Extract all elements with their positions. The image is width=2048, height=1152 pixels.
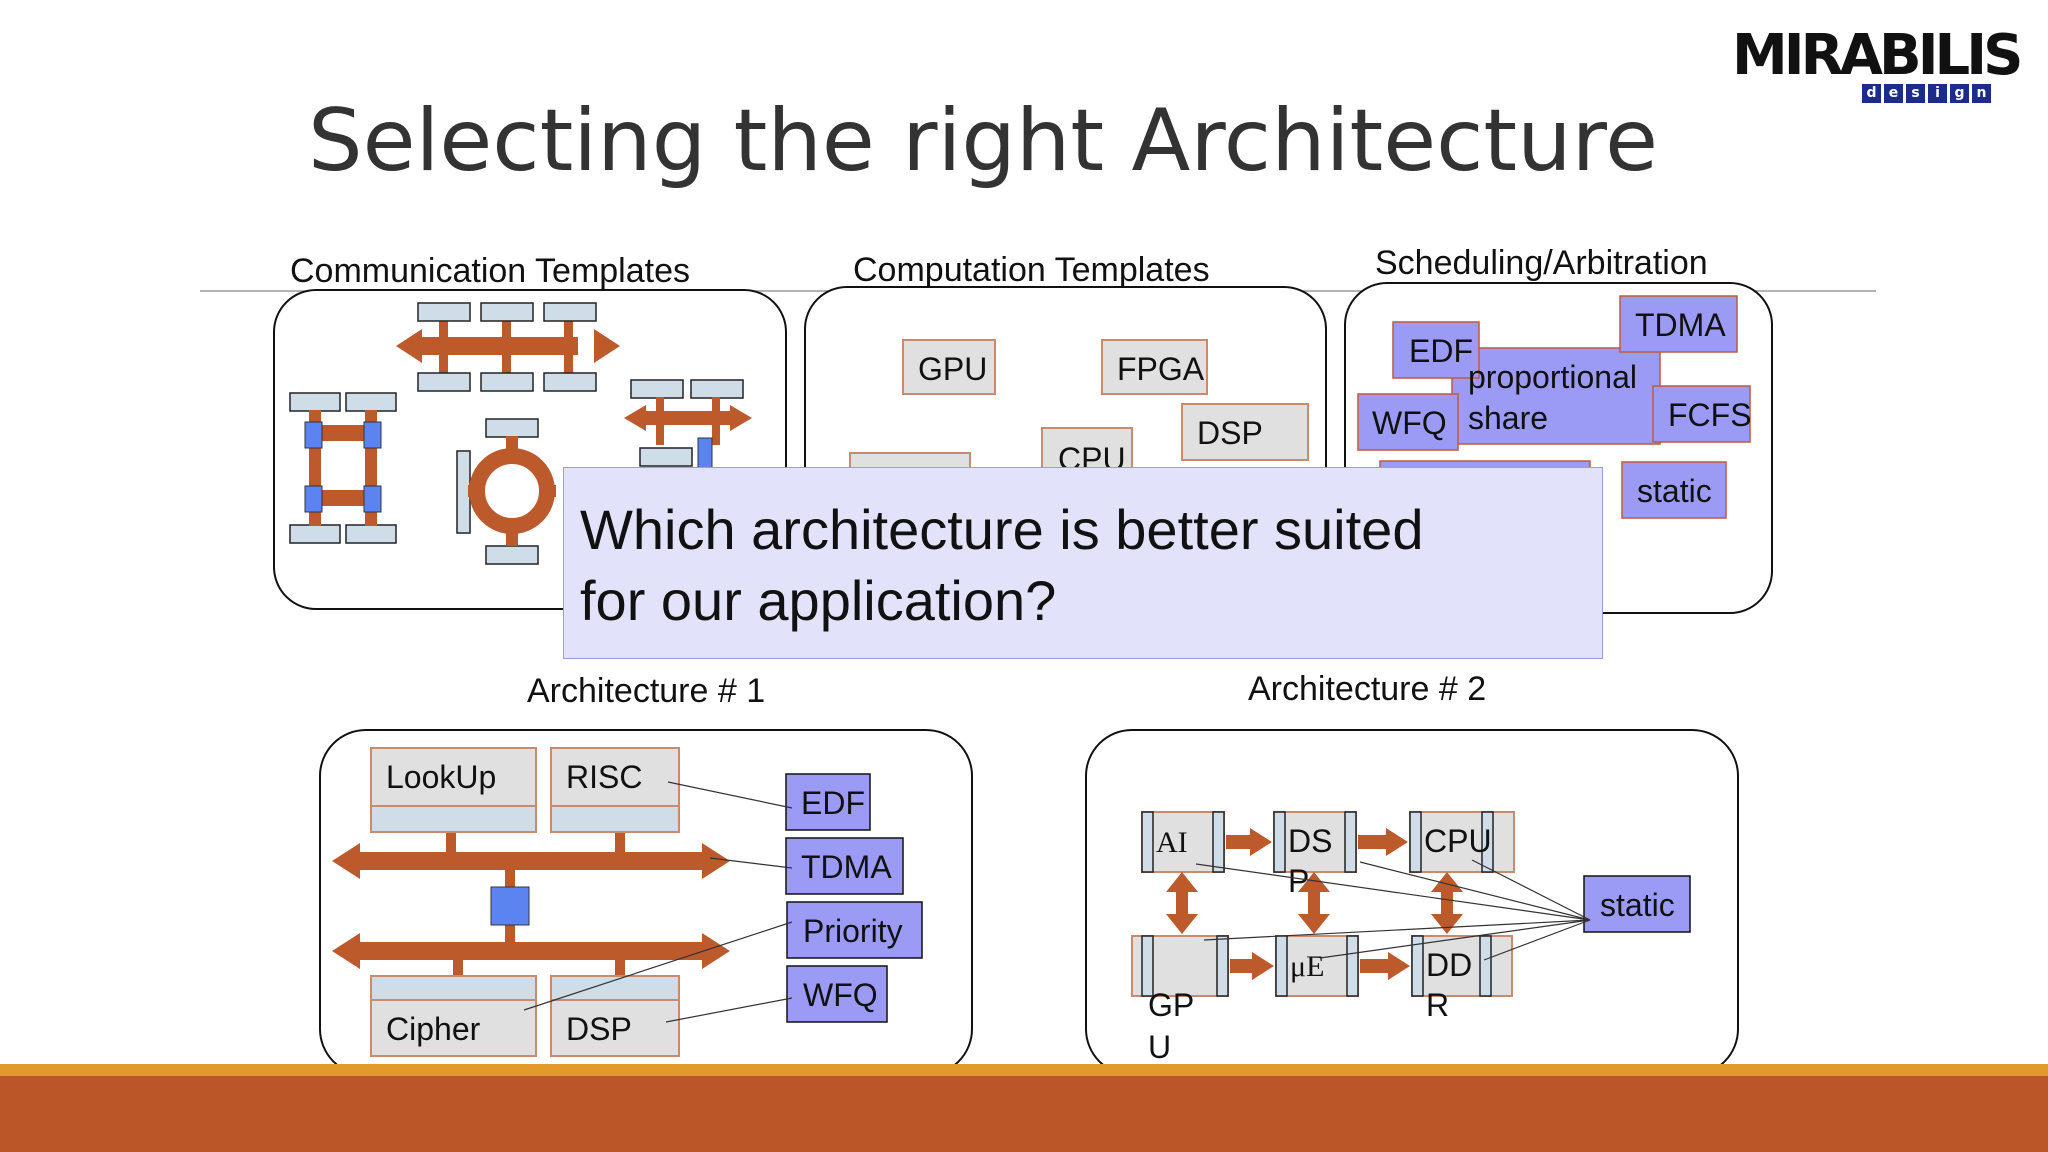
- arch1-dsp-label: DSP: [566, 1011, 632, 1047]
- ladder-topology: [289, 392, 397, 544]
- logo-letter: n: [1972, 84, 1991, 103]
- arch2-cpu-label: CPU: [1424, 823, 1492, 859]
- fpga-label: FPGA: [1117, 351, 1205, 387]
- arch2-arrows: [1166, 828, 1463, 980]
- lookup-label: LookUp: [386, 759, 496, 795]
- static-block: [1621, 461, 1727, 519]
- ddr-wrap-label: R: [1426, 987, 1449, 1023]
- question-callout: Which architecture is better suited for …: [563, 467, 1603, 659]
- arch2-cpu-block: [1409, 811, 1515, 873]
- logo-letter: s: [1906, 84, 1925, 103]
- slide-title: Selecting the right Architecture: [308, 91, 1658, 191]
- footer-bar: [0, 1076, 2048, 1152]
- dsp-block: [1181, 403, 1309, 461]
- arch2-mapping-lines: [1195, 859, 1591, 961]
- communication-templates-label: Communication Templates: [290, 252, 690, 290]
- ai-label: AI: [1156, 826, 1188, 859]
- ai-block: [1141, 811, 1225, 873]
- logo-design-strip: d e s i g n: [1862, 84, 1991, 103]
- arch1-tdma-block: [785, 837, 904, 895]
- bus-arrow: [396, 320, 620, 380]
- footer-accent-line: [0, 1064, 2048, 1076]
- logo-letter: i: [1928, 84, 1947, 103]
- arch1-mapping-lines: [523, 781, 793, 1023]
- static-label: static: [1637, 473, 1712, 509]
- cipher-block: [370, 999, 537, 1057]
- scheduling-label: Scheduling/Arbitration: [1375, 244, 1708, 282]
- arch1-wfq-label: WFQ: [803, 977, 878, 1013]
- bus-slots: [417, 302, 597, 392]
- fcfs-label: FCFS: [1668, 397, 1752, 433]
- wfq-block: [1357, 393, 1459, 451]
- callout-line-2: for our application?: [580, 569, 1057, 632]
- ds-wrap-label: P: [1288, 863, 1309, 899]
- fcfs-block: [1652, 385, 1751, 443]
- cipher-label: Cipher: [386, 1011, 481, 1047]
- tdma-block: [1619, 295, 1738, 353]
- architecture-2-panel: Architecture # 2: [1085, 670, 1739, 1076]
- architecture-1-panel: Architecture # 1 LookUp RISC Cipher DSP: [319, 672, 973, 1076]
- fpga-block: [1101, 339, 1208, 395]
- arch1-priority-block: [786, 901, 923, 959]
- gpu-block: [902, 339, 996, 395]
- computation-templates-label: Computation Templates: [853, 251, 1210, 289]
- company-logo: MIRABILIS: [1732, 23, 2023, 88]
- callout-line-1: Which architecture is better suited: [580, 498, 1424, 561]
- tdma-label: TDMA: [1635, 307, 1726, 343]
- small-bus: [624, 379, 752, 469]
- ring-topology: [456, 418, 556, 565]
- logo-letter: e: [1884, 84, 1903, 103]
- arch2-static-block: [1583, 875, 1691, 933]
- edf-block: [1392, 321, 1480, 379]
- dsp-label: DSP: [1197, 415, 1263, 451]
- ddr-label: DD: [1426, 947, 1472, 983]
- ds-label: DS: [1288, 823, 1332, 859]
- arch1-tdma-label: TDMA: [801, 849, 892, 885]
- arch1-dsp-block: [550, 999, 680, 1057]
- arch1-edf-block: [785, 773, 871, 831]
- lookup-block: [370, 747, 537, 807]
- architecture-2-label: Architecture # 2: [1248, 670, 1486, 708]
- architecture-1-label: Architecture # 1: [527, 672, 765, 710]
- gpu-label: GPU: [918, 351, 987, 387]
- gpu-label-line1: GP: [1148, 987, 1194, 1023]
- risc-label: RISC: [566, 759, 642, 795]
- arch1-edf-label: EDF: [801, 785, 865, 821]
- arch1-bridge-port: [490, 886, 530, 926]
- proportional-label: proportional: [1468, 359, 1637, 395]
- wfq-label: WFQ: [1372, 405, 1447, 441]
- gpu-label-line2: U: [1148, 1029, 1171, 1065]
- arch1-wfq-block: [786, 965, 888, 1023]
- logo-letter: d: [1862, 84, 1881, 103]
- proportional-share-block: [1451, 347, 1661, 445]
- arch2-static-label: static: [1600, 887, 1675, 923]
- share-label: share: [1468, 400, 1548, 436]
- edf-label: EDF: [1409, 333, 1473, 369]
- mue-label: μE: [1290, 950, 1324, 983]
- arch1-priority-label: Priority: [803, 913, 903, 949]
- logo-letter: g: [1950, 84, 1969, 103]
